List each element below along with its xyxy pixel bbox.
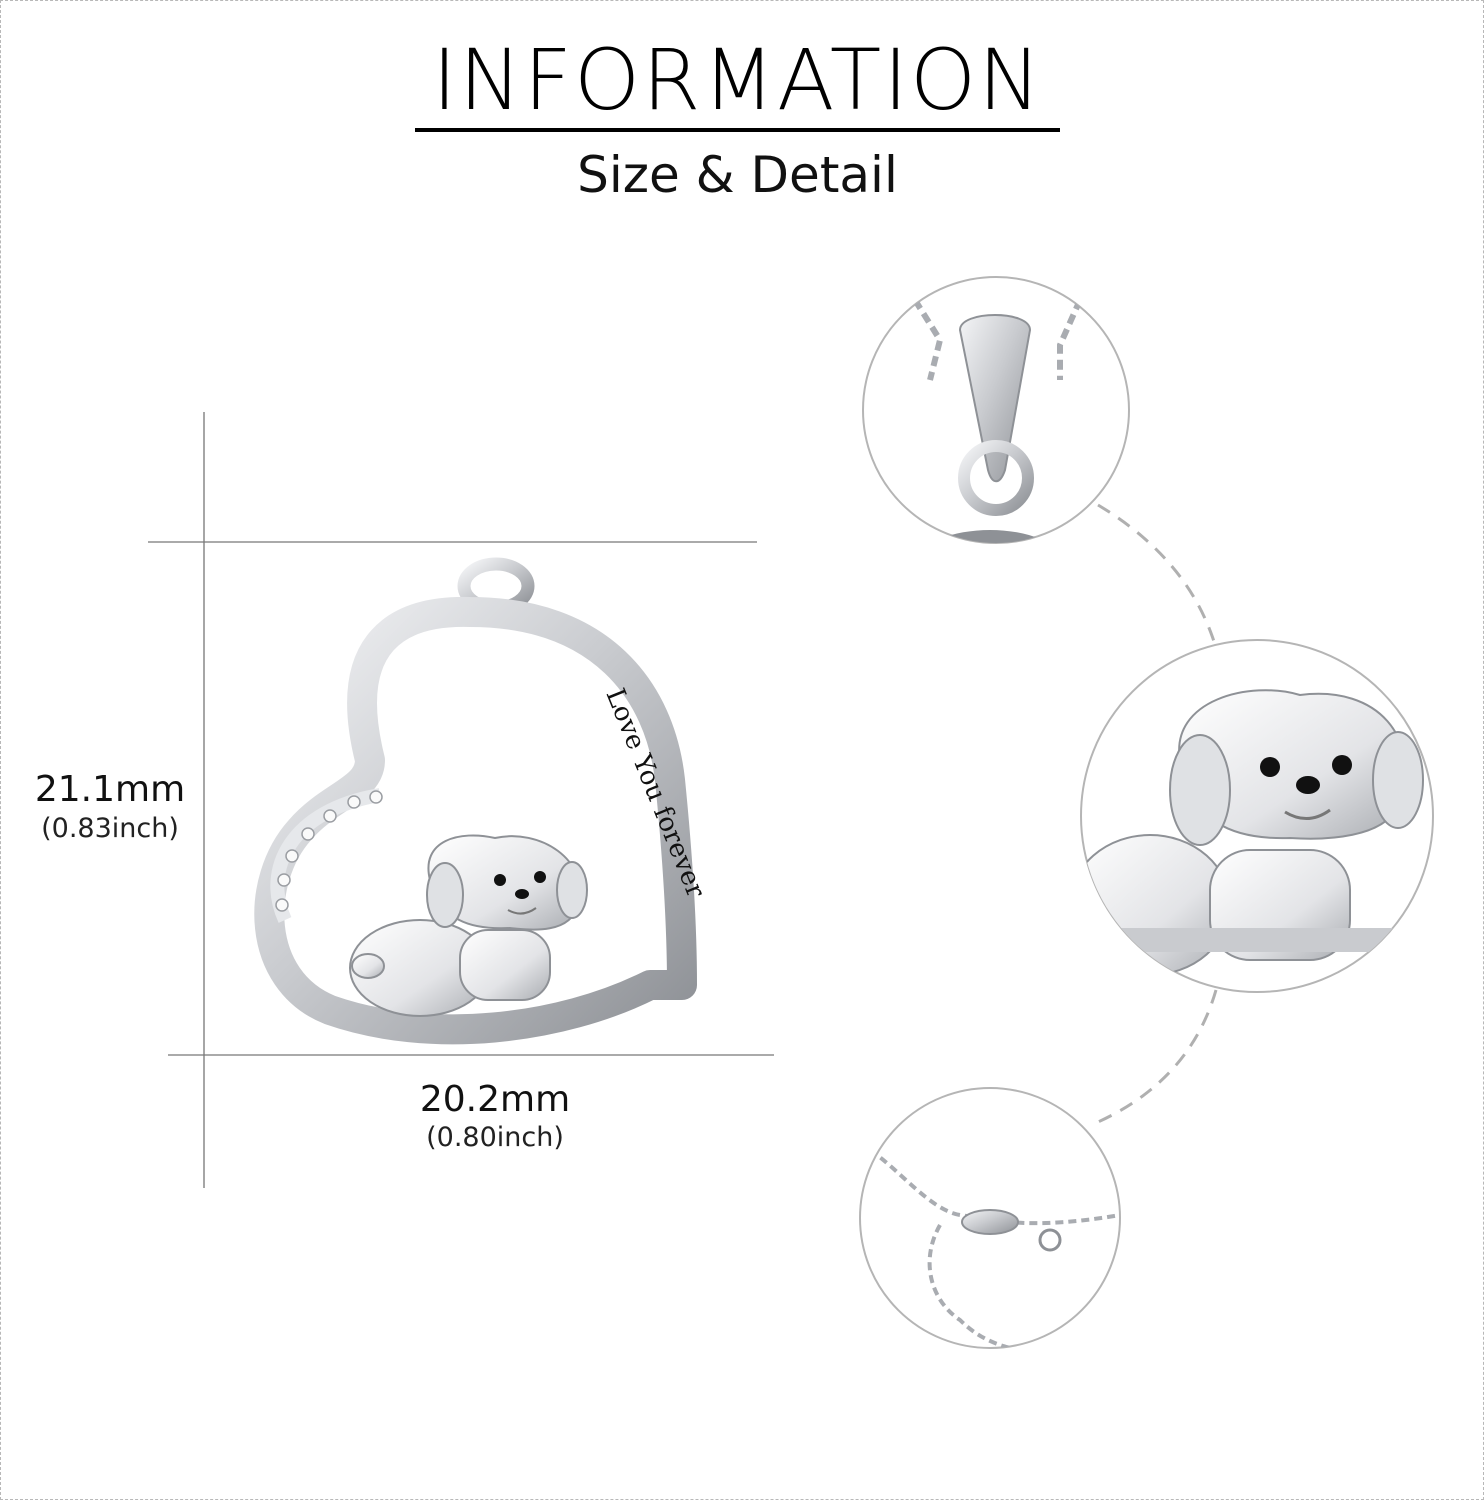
- connector-dashes: [1097, 503, 1218, 1124]
- detail-circle-dog: [1080, 639, 1434, 993]
- height-inch: (0.83inch): [41, 813, 179, 844]
- page-title: INFORMATION: [432, 31, 1043, 129]
- dimension-guides: [148, 412, 774, 1188]
- heart-pendant: Love You forever: [254, 557, 711, 1045]
- height-mm: 21.1mm: [34, 769, 186, 810]
- detail-circle-clasp: [859, 1087, 1121, 1349]
- page-subtitle: Size & Detail: [577, 146, 898, 204]
- dog-figure: [349, 834, 588, 1017]
- detail-circle-bail: [862, 276, 1130, 544]
- width-mm: 20.2mm: [419, 1079, 571, 1120]
- width-inch: (0.80inch): [426, 1122, 564, 1153]
- title-underline: [415, 128, 1060, 132]
